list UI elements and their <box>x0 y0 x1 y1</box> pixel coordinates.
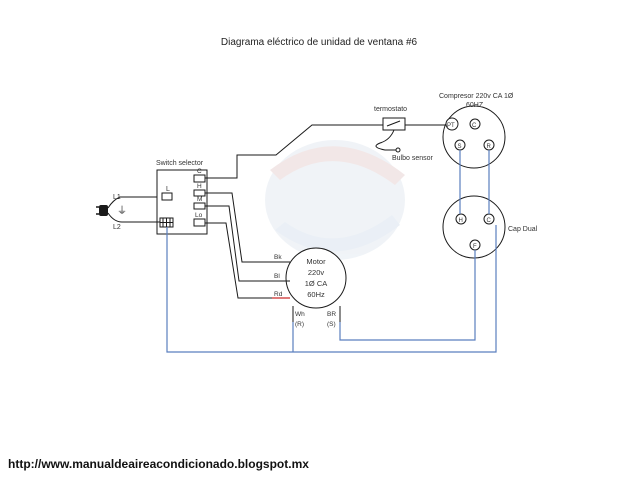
blue-wires <box>166 150 497 353</box>
switch-selector-label: Switch selector <box>156 160 204 167</box>
switch-L-label: L <box>166 186 170 193</box>
thermostat-box <box>382 117 406 131</box>
wire-Bl-label: Bl <box>274 273 280 280</box>
compressor-freq-label: 60HZ <box>466 102 484 109</box>
cap-terminal-C-label: C <box>487 218 492 224</box>
bulb-sensor-lead <box>375 129 396 151</box>
compressor-body <box>442 105 506 169</box>
wire-Lo-to-Rd <box>205 222 272 299</box>
compressor-title-label: Compresor 220v CA 1Ø <box>439 93 514 100</box>
wire-Wh-label: Wh <box>295 311 305 318</box>
power-plug-icon: ⏚ <box>96 196 160 223</box>
motor-label-1: Motor <box>306 257 326 266</box>
compressor-terminal-C <box>469 118 481 130</box>
wire-L2-loop <box>166 225 497 353</box>
watermark-logo <box>265 140 405 260</box>
switch-Lo-label: Lo <box>195 212 203 219</box>
cap-terminal-F-label: F <box>473 244 477 250</box>
wire-Wh-R-label: (R) <box>295 321 304 328</box>
wire-M-to-Bl <box>205 205 290 282</box>
capacitor-terminal-H <box>455 213 467 225</box>
footer-url[interactable]: http://www.manualdeaireacondicionado.blo… <box>8 457 309 471</box>
terminal-R-label: R <box>487 144 492 150</box>
wire-BR-to-F <box>339 250 476 341</box>
terminal-PT-label: PT <box>447 123 455 129</box>
switch-selector-body <box>156 169 208 235</box>
motor-label-3: 1Ø CA <box>305 279 328 288</box>
wire-BR-label: BR <box>327 311 336 318</box>
cap-terminal-H-label: H <box>459 218 463 224</box>
fan-motor <box>285 247 347 309</box>
bulb-sensor-label: Bulbo sensor <box>392 155 434 162</box>
cap-dual-label: Cap Dual <box>508 226 538 233</box>
terminal-S-label: S <box>458 144 462 150</box>
compressor-terminal-PT <box>445 117 459 131</box>
compressor <box>442 105 506 169</box>
motor-label-4: 60Hz <box>307 290 325 299</box>
motor-label-2: 220v <box>308 268 325 277</box>
L2-label: L2 <box>113 224 121 231</box>
motor-body <box>285 247 347 309</box>
bulb-sensor-icon <box>395 147 401 153</box>
svg-text:⏚: ⏚ <box>117 205 127 217</box>
wire-Rd-label: Rd <box>274 291 283 298</box>
switch-M-label: M <box>197 196 202 203</box>
wire-H-to-Bk <box>205 192 290 263</box>
wire-BR-S-label: (S) <box>327 321 336 328</box>
L1-label: L1 <box>113 194 121 201</box>
terminal-C-label: C <box>472 123 477 129</box>
black-wires <box>205 124 446 322</box>
switch-H-label: H <box>197 183 202 190</box>
switch-contact-L <box>161 192 173 201</box>
wire-Bk-label: Bk <box>274 254 282 261</box>
switch-selector <box>156 169 208 235</box>
wire-switch-to-thermostat <box>205 124 383 179</box>
diagram-title: Diagrama eléctrico de unidad de ventana … <box>220 37 418 48</box>
thermostat-label: termostato <box>374 106 407 113</box>
thermostat <box>375 117 406 153</box>
switch-C-label: C <box>197 168 202 175</box>
